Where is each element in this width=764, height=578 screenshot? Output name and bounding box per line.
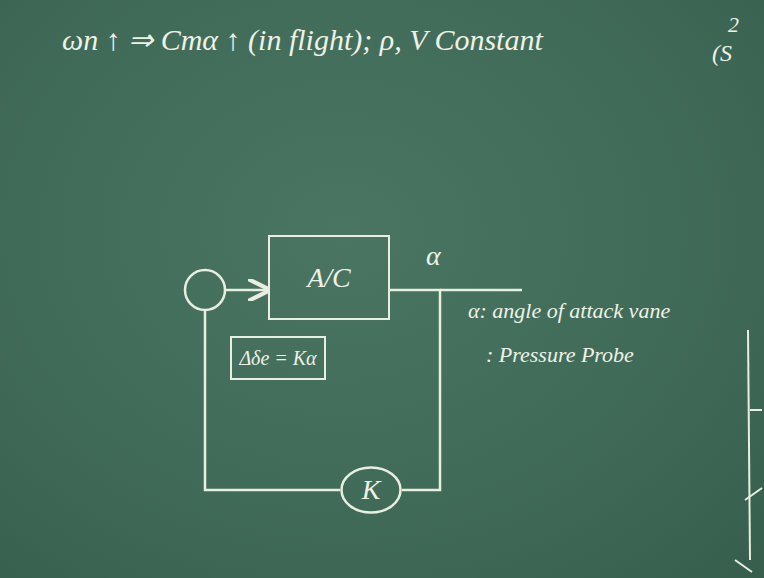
signal-line	[390, 290, 440, 490]
note-text: α: angle of attack vane	[468, 298, 670, 324]
node-text: Δδe = Kα	[239, 347, 316, 370]
node-text: A/C	[307, 262, 351, 294]
gain-circle: K	[340, 466, 402, 514]
edge-mark	[750, 409, 762, 411]
node-text: K	[362, 474, 381, 506]
edge-mark	[748, 330, 750, 560]
plant-box: A/C	[268, 235, 390, 320]
note-text: : Pressure Probe	[486, 342, 634, 368]
edge-mark	[735, 560, 752, 572]
signal-name: α	[426, 240, 441, 272]
summing-junction	[185, 270, 225, 310]
output-line	[440, 289, 522, 292]
partial-text: (S	[712, 40, 732, 67]
signal-line	[205, 290, 340, 490]
control-law-box: Δδe = Kα	[230, 336, 326, 380]
edge-mark	[745, 488, 762, 500]
partial-text: 2	[728, 12, 739, 38]
equation-text: ωn ↑ ⇒ Cmα ↑ (in flight); ρ, V Constant	[62, 22, 543, 57]
